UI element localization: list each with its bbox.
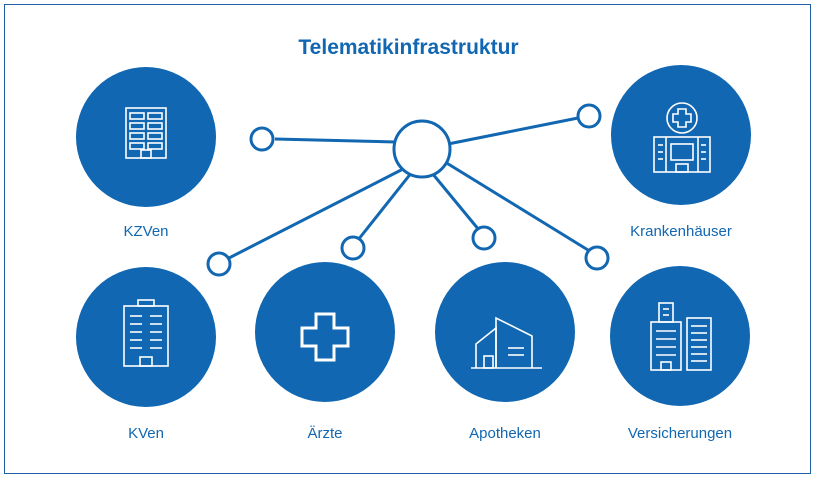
krankenhaeuser-label: Krankenhäuser [630,223,732,240]
junction-node [584,245,610,271]
apotheken-label: Apotheken [469,425,541,442]
grid-building-icon [125,107,167,159]
junction-node [471,225,497,251]
connector-nodes [206,103,610,277]
apotheken-node [435,262,575,402]
diagram-frame [4,4,811,474]
versicherungen-node [610,266,750,406]
pharmacy-house-icon [471,316,542,369]
kzven-node [76,67,216,207]
aerzte-label: Ärzte [307,425,343,442]
kzven-label: KZVen [123,223,169,240]
junction-node [206,251,232,277]
aerzte-node [255,262,395,402]
krankenhaeuser-node [611,65,751,205]
diagram-title: Telematikinfrastruktur [298,36,519,59]
hospital-icon [653,102,711,173]
insurance-towers-icon [650,302,712,371]
hub-node [392,119,452,179]
medical-cross-icon [300,312,350,362]
junction-node [249,126,275,152]
junction-node [340,235,366,261]
connector-lines [228,116,589,260]
office-building-icon [123,299,169,367]
versicherungen-label: Versicherungen [627,425,733,442]
kven-label: KVen [128,425,164,442]
kven-node [76,267,216,407]
junction-node [576,103,602,129]
